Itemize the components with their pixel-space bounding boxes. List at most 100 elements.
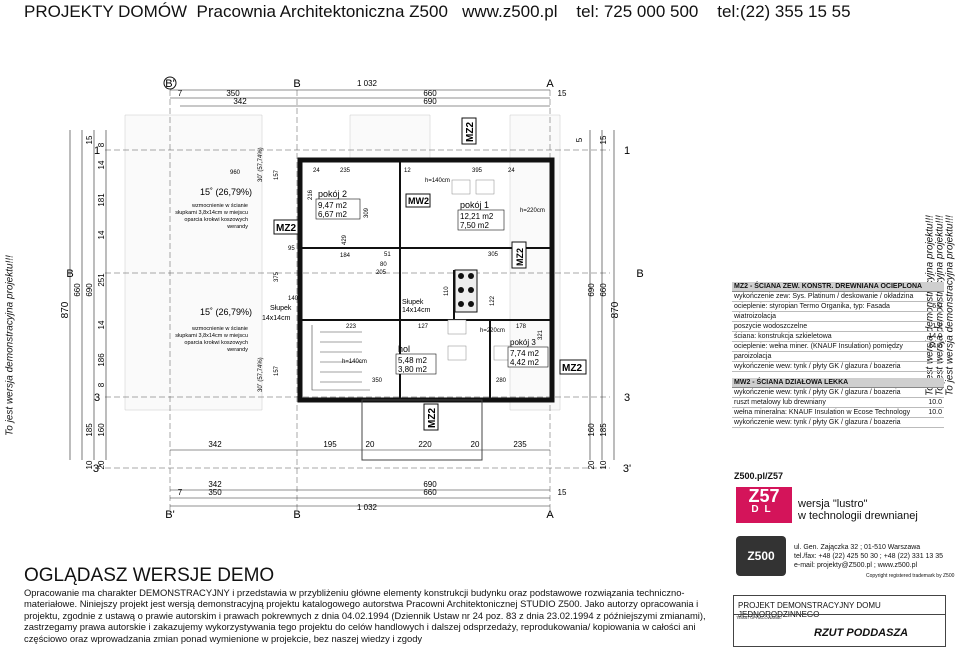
legend-mw2: MW2 - ŚCIANA DZIAŁOWA LEKKA wykończenie … xyxy=(732,378,944,428)
roof-windows xyxy=(447,179,513,361)
room-area-2: 6,67 m2 xyxy=(318,210,347,219)
dim-321: 321 xyxy=(538,329,544,340)
room-area-2: 4,42 m2 xyxy=(510,358,539,367)
dim-left-660: 660 xyxy=(73,283,82,297)
legend-mz2-title: MZ2 - ŚCIANA ZEW. KONSTR. DREWNIANA OCIE… xyxy=(732,282,944,292)
legend-row: ocieplenie: styropian Termo Organika, ty… xyxy=(732,303,944,312)
header-title: PROJEKTY DOMÓW xyxy=(24,2,188,21)
dim-left-8: 8 xyxy=(97,142,106,147)
dim-51: 51 xyxy=(384,252,391,258)
company-address: ul. Gen. Zajączka 32 ; 01-510 Warszawa t… xyxy=(794,543,943,570)
dim-left-14c: 14 xyxy=(97,320,106,329)
legend-mz2: MZ2 - ŚCIANA ZEW. KONSTR. DREWNIANA OCIE… xyxy=(732,282,944,372)
dim-bot-342: 342 xyxy=(208,440,222,449)
watermark-left: To jest wersja demonstracyjna projektu!!… xyxy=(4,255,16,436)
room-name: pokój 3 xyxy=(510,338,536,347)
rein-bot-1: wzmocnienie w ścianie xyxy=(191,326,248,332)
dim-right-5: 5 xyxy=(575,137,584,142)
dim-184: 184 xyxy=(340,253,351,259)
dim-bot-15: 15 xyxy=(558,488,567,497)
dim-110: 110 xyxy=(444,286,450,296)
header: PROJEKTY DOMÓW Pracownia Architektoniczn… xyxy=(24,2,851,22)
room-pokoj-2: pokój 2 9,47 m2 6,67 m2 xyxy=(315,189,361,220)
rein-top-2: słupkami 3,8x14cm w miejscu xyxy=(175,210,248,216)
dim-right-20: 20 xyxy=(587,460,596,469)
dim-left-181: 181 xyxy=(97,193,106,207)
logo-sub: DL xyxy=(751,504,777,515)
dim-280: 280 xyxy=(496,378,507,384)
h140-b: h=140cm xyxy=(342,359,367,365)
dim-left-185: 185 xyxy=(85,423,94,437)
dim-235: 235 xyxy=(340,168,351,174)
dim-95: 95 xyxy=(288,246,295,252)
slope-top: 15˚ (26,79%) xyxy=(200,187,252,197)
legend-mw2-title: MW2 - ŚCIANA DZIAŁOWA LEKKA xyxy=(732,378,944,388)
dim-127: 127 xyxy=(418,324,429,330)
dim-top-total: 1 032 xyxy=(357,79,378,88)
dim-right-10: 10 xyxy=(599,460,608,469)
address-line-3: e-mail: projekty@Z500.pl ; www.z500.pl xyxy=(794,562,918,569)
rooms: pokój 2 9,47 m2 6,67 m2 pokój 1 12,21 m2… xyxy=(315,189,549,375)
axis-top-b: B xyxy=(293,78,300,90)
dim-top-15: 15 xyxy=(558,89,567,98)
room-name: pokój 1 xyxy=(460,200,489,210)
dim-left-251: 251 xyxy=(97,273,106,287)
axis-bottom-a: A xyxy=(546,509,554,521)
axis-bottom-b: B xyxy=(293,509,300,521)
header-phone2: tel:(22) 355 15 55 xyxy=(717,2,851,21)
dim-216: 216 xyxy=(308,189,314,200)
dim-top-350: 350 xyxy=(226,89,240,98)
header-website: www.z500.pl xyxy=(462,2,558,21)
dim-122: 122 xyxy=(490,295,496,306)
dim-top-342: 342 xyxy=(233,97,247,106)
mz2-bottom: MZ2 xyxy=(427,408,438,428)
rein-top-3: oparcia krokwi koszowych xyxy=(184,217,248,223)
legend-row: wykończenie wew: tynk / płyty GK / glazu… xyxy=(732,388,944,398)
logo-text: wersja "lustro" w technologii drewnianej xyxy=(798,498,918,522)
roof-hatch xyxy=(124,114,561,411)
dim-left-15: 15 xyxy=(85,135,94,144)
axis-left-b: B xyxy=(66,268,73,280)
dim-bot-350: 350 xyxy=(208,488,222,497)
dim-left-8b: 8 xyxy=(97,382,106,387)
post-size-label-2: 14x14cm xyxy=(402,307,431,314)
dim-top-690: 690 xyxy=(423,97,437,106)
demo-description: Opracowanie ma charakter DEMONSTRACYJNY … xyxy=(24,587,706,644)
room-area-2: 3,80 m2 xyxy=(398,365,427,374)
address-line-2: tel./fax: +48 (22) 425 50 30 ; +48 (22) … xyxy=(794,553,944,560)
company-logo: Z500 xyxy=(736,536,786,576)
slope-small-top: 30˚ (57,74%) xyxy=(257,147,264,182)
copyright: Copyright registered trademark by Z500 xyxy=(866,573,955,579)
wall-tags: MZ2 MZ2 MZ2 MZ2 MZ2 MW2 xyxy=(273,117,587,431)
axis-right-b: B xyxy=(636,268,643,280)
dim-bot-660: 660 xyxy=(423,488,437,497)
address-line-1: ul. Gen. Zajączka 32 ; 01-510 Warszawa xyxy=(794,544,921,551)
rein-top-4: werandy xyxy=(226,224,248,230)
axis-bottom-b-prime: B' xyxy=(165,509,174,521)
legend-row: wiatroizolacja xyxy=(732,312,944,322)
legend-row: wykończenie zew: Sys. Platinum / deskowa… xyxy=(732,292,944,302)
header-phone1: tel: 725 000 500 xyxy=(576,2,699,21)
dim-12: 12 xyxy=(404,168,411,174)
staircase xyxy=(311,325,370,391)
watermark-right-3: To jest wersja demonstracyjna projektu!!… xyxy=(944,215,956,396)
axis-right-3: 3 xyxy=(624,392,630,404)
slope-bottom: 15˚ (26,79%) xyxy=(200,307,252,317)
dim-left-20: 20 xyxy=(97,460,106,469)
dim-bot-20b: 20 xyxy=(471,440,480,449)
legend-row: wykończenie wew: tynk / płyty GK / glazu… xyxy=(732,362,944,372)
topic-label: TEMAT OPRACOWANIA: xyxy=(736,615,782,620)
axis-left-3-prime: 3' xyxy=(93,463,101,475)
dim-24a: 24 xyxy=(313,168,320,174)
dim-80: 80 xyxy=(380,262,387,268)
interior-dimensions: 235 12 395 24 24 216 309 429 184 51 305 … xyxy=(274,168,545,384)
h140-a: h=140cm xyxy=(425,178,450,184)
title-block: PROJEKT DEMONSTRACYJNY DOMU JEDNORODZINN… xyxy=(733,595,946,647)
right-dimensions: 870 660 690 185 160 15 20 10 5 xyxy=(575,135,621,469)
dimension-lines xyxy=(69,89,615,507)
room-area: 9,47 m2 xyxy=(318,201,347,210)
legend-row: ocieplenie: wełna miner. (KNAUF Insulati… xyxy=(732,343,944,352)
room-area: 7,74 m2 xyxy=(510,349,539,358)
dim-bot-7: 7 xyxy=(178,488,183,497)
